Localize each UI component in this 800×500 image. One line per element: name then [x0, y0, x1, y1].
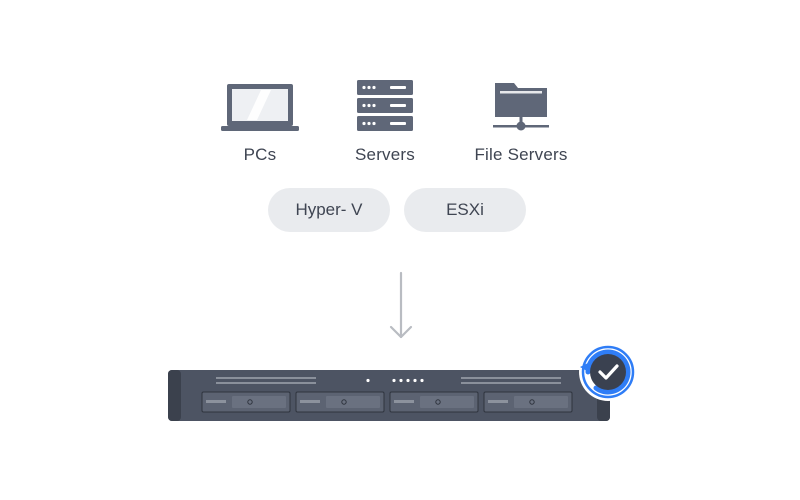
source-label-file-servers: File Servers — [474, 145, 568, 164]
hyperv-pill: Hyper- V — [268, 188, 390, 232]
source-label-pcs: PCs — [243, 145, 277, 164]
esxi-label: ESXi — [446, 200, 484, 219]
file-server-icon — [492, 79, 550, 133]
rackmount-nas-icon — [168, 370, 610, 422]
server-rack-icon — [357, 80, 413, 132]
arrow-down-icon — [389, 271, 413, 341]
backup-check-icon — [576, 340, 640, 404]
esxi-pill: ESXi — [404, 188, 526, 232]
source-label-servers: Servers — [355, 145, 415, 164]
hyperv-label: Hyper- V — [295, 200, 363, 219]
laptop-icon — [221, 82, 299, 132]
